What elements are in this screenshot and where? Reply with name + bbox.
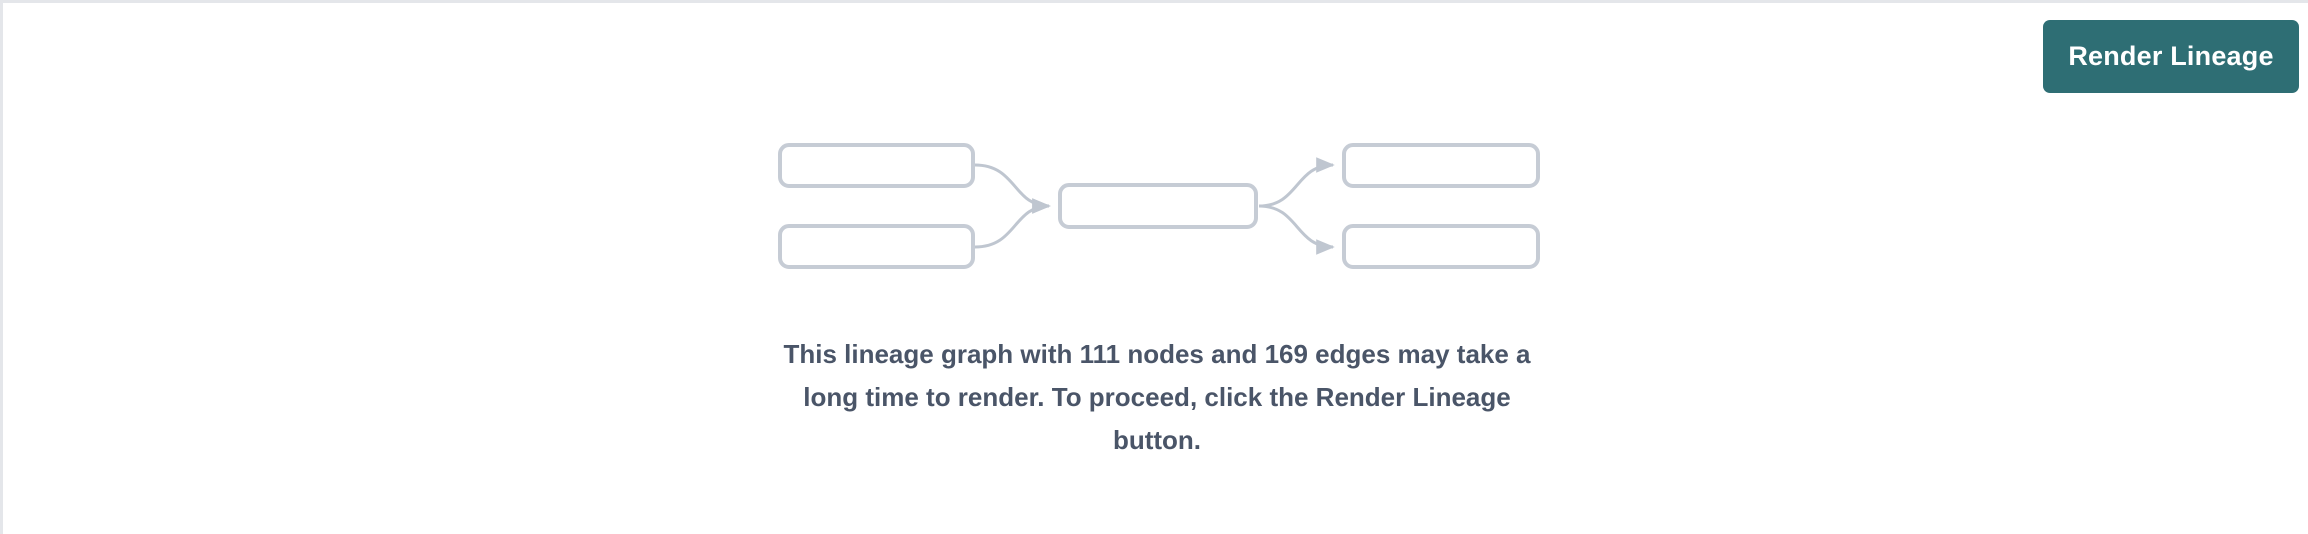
skeleton-node-target-2 — [1342, 224, 1540, 269]
skeleton-node-center — [1058, 183, 1258, 229]
skeleton-edge-source2-center — [974, 198, 1051, 249]
skeleton-edge-center-target1 — [1258, 157, 1335, 208]
skeleton-node-target-1 — [1342, 143, 1540, 188]
render-lineage-button[interactable]: Render Lineage — [2043, 20, 2299, 93]
skeleton-node-source-1 — [778, 143, 975, 188]
skeleton-node-source-2 — [778, 224, 975, 269]
lineage-notice-message: This lineage graph with 111 nodes and 16… — [783, 339, 1531, 455]
skeleton-edge-source1-center — [974, 163, 1051, 214]
skeleton-edge-center-target2 — [1258, 204, 1335, 255]
